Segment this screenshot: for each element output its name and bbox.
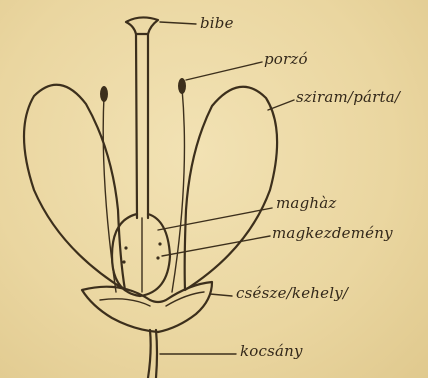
ovule-dot: [124, 246, 127, 249]
label-kocsany: kocsány: [240, 342, 303, 360]
left-petal-shape: [24, 85, 125, 290]
label-csesze: csésze/kehely/: [236, 284, 348, 302]
ovule-dot: [156, 256, 159, 259]
ovule-dot: [158, 242, 161, 245]
leader-maghaz: [158, 208, 272, 230]
left-stamen-filament: [103, 96, 116, 292]
right-anther-shape: [178, 78, 186, 94]
right-stamen-filament: [172, 88, 184, 292]
label-porzo: porzó: [264, 50, 308, 68]
style-shape: [136, 34, 148, 218]
label-sziram: sziram/párta/: [296, 88, 400, 106]
leader-sziram: [268, 100, 294, 110]
stigma-shape: [126, 17, 158, 34]
right-petal-shape: [185, 87, 277, 290]
ovule-dot: [122, 260, 125, 263]
label-maghaz: maghàz: [276, 194, 336, 212]
leader-bibe: [160, 22, 196, 24]
sepal-inner-line: [100, 292, 204, 306]
left-anther-shape: [100, 86, 108, 102]
label-magkezdemeny: magkezdemény: [272, 224, 393, 242]
leader-porzo: [186, 62, 262, 80]
sepal-shape: [82, 282, 212, 332]
leader-csesze: [210, 294, 232, 296]
label-bibe: bibe: [200, 14, 234, 32]
stalk-shape: [148, 330, 157, 378]
